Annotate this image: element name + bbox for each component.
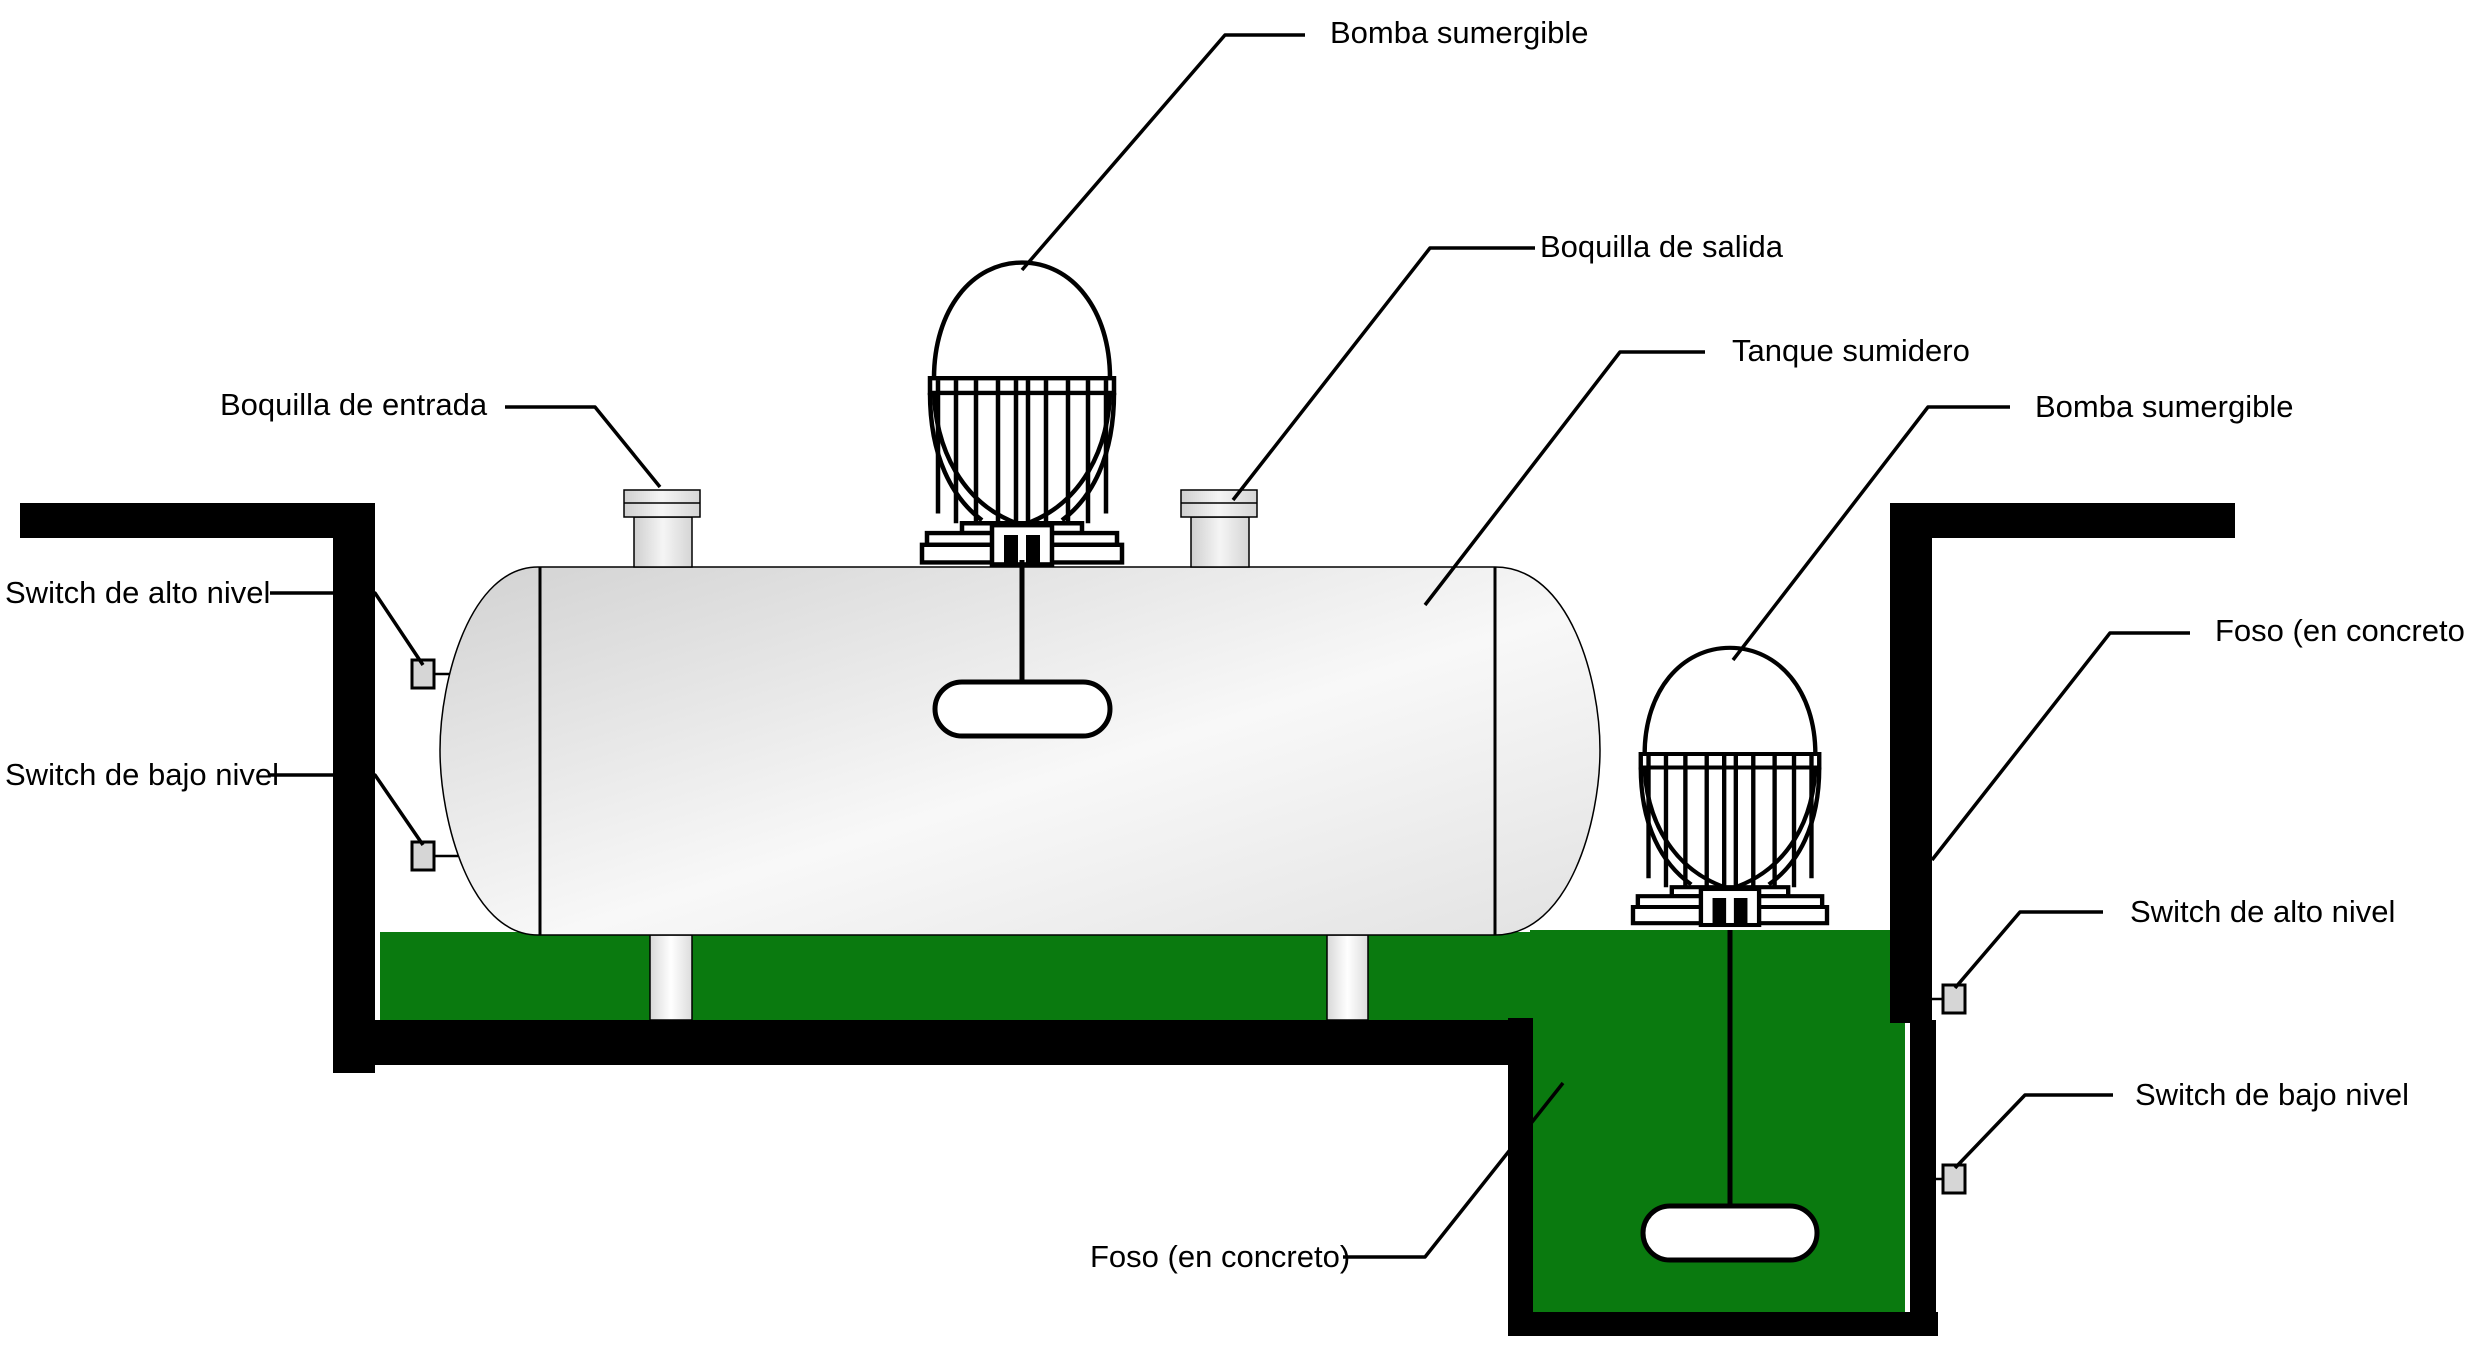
leader-lines — [270, 33, 2190, 1259]
label-foso-concreto-right: Foso (en concreto) — [2215, 613, 2465, 648]
submersible-pump-tank — [922, 263, 1122, 739]
water-upper-basin — [380, 932, 1560, 1020]
outlet-nozzle — [1180, 489, 1258, 568]
diagram-labels: Bomba sumergible Boquilla de salida Tanq… — [5, 15, 2465, 1274]
submersible-pump-pit — [1633, 648, 1827, 1263]
label-switch-bajo-nivel-right: Switch de bajo nivel — [2135, 1077, 2409, 1112]
float-pit — [1640, 1203, 1820, 1263]
label-foso-concreto-bottom: Foso (en concreto) — [1090, 1239, 1350, 1274]
low-level-switch-pit — [1941, 1163, 1967, 1195]
label-boquilla-salida: Boquilla de salida — [1540, 229, 1784, 264]
label-bomba-sumergible-top: Bomba sumergible — [1330, 15, 1588, 50]
high-level-switch-pit — [1941, 983, 1967, 1015]
sump-tank — [439, 566, 1601, 936]
label-switch-bajo-nivel-left: Switch de bajo nivel — [5, 757, 279, 792]
inlet-nozzle — [623, 489, 701, 568]
label-tanque-sumidero: Tanque sumidero — [1732, 333, 1970, 368]
label-bomba-sumergible-pit: Bomba sumergible — [2035, 389, 2293, 424]
level-switches-tank — [410, 658, 458, 872]
low-level-switch-tank — [410, 840, 436, 872]
label-switch-alto-nivel-right: Switch de alto nivel — [2130, 894, 2395, 929]
label-switch-alto-nivel-left: Switch de alto nivel — [5, 575, 270, 610]
level-switches-pit — [1932, 983, 1967, 1195]
label-boquilla-entrada: Boquilla de entrada — [220, 387, 488, 422]
float-tank — [932, 679, 1113, 739]
concrete-pit-walls — [20, 503, 2235, 1336]
